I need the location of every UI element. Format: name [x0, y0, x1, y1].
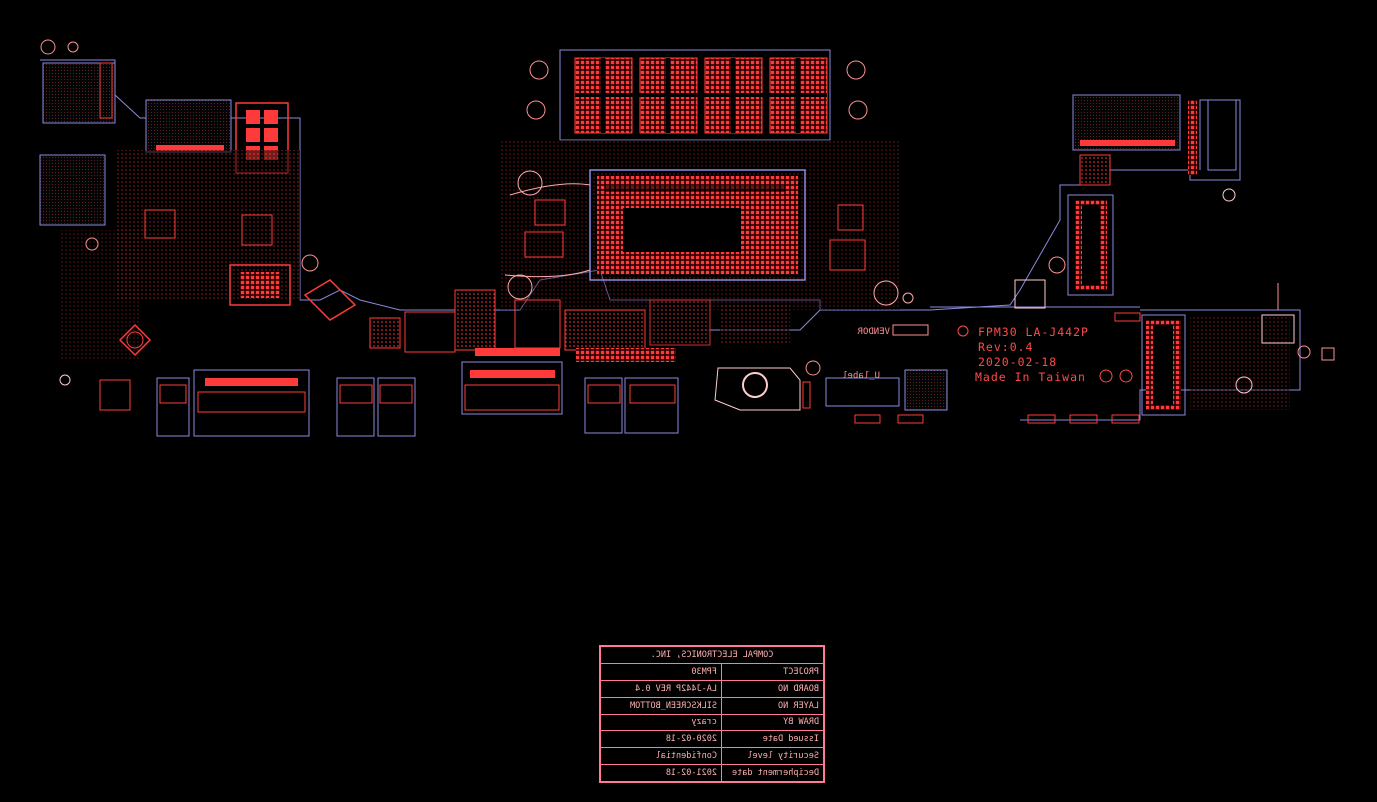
mount-hole-left — [59, 374, 71, 386]
title-block: COMPAL ELECTRONICS, INC. FPM30 PROJECT L… — [599, 645, 825, 783]
fiducial-icon — [957, 325, 969, 337]
ec-chip — [229, 264, 291, 306]
title-value: 2020-02-18 — [665, 734, 717, 745]
connector-right-bottom — [1141, 314, 1186, 416]
title-label: Decipherment date — [732, 768, 819, 779]
title-row: LA-J442P REV 0.4 BOARD NO — [600, 679, 824, 698]
audio-chip — [145, 99, 232, 153]
title-label: BOARD NO — [778, 683, 819, 694]
board-marking: FPM30 LA-J442P Rev:0.4 2020-02-18 Made I… — [842, 325, 1133, 384]
usb-connector-top — [42, 62, 116, 124]
sub-label: U_label — [842, 371, 880, 381]
title-value: SILKSCREEN_BOTTOM — [630, 700, 717, 711]
cpu-package — [589, 169, 806, 281]
title-row: Confidential Security level — [600, 747, 824, 766]
cpu-die — [623, 208, 741, 252]
board-origin: Made In Taiwan — [975, 370, 1086, 384]
usb-connector-mid — [39, 154, 106, 226]
mount-hole-cpu-left — [517, 170, 543, 196]
fpc-connector-left — [193, 369, 310, 437]
title-label: PROJECT — [783, 666, 819, 677]
ssd-connector — [1067, 194, 1114, 296]
mount-hole-bottom — [714, 367, 801, 411]
left-cluster — [39, 39, 456, 437]
halogen-free-icon — [1119, 369, 1133, 383]
title-row: 2020-02-18 Issued Date — [600, 730, 824, 749]
title-value: 2021-02-18 — [665, 768, 717, 779]
title-company-cell: COMPAL ELECTRONICS, INC. — [600, 646, 824, 664]
title-row: crazy DRAW BY — [600, 713, 824, 732]
title-value: FPM30 — [691, 666, 717, 677]
fpc-connector-center — [461, 361, 563, 415]
right-cluster — [1014, 94, 1335, 424]
title-label: Issued Date — [762, 734, 819, 745]
title-company: COMPAL ELECTRONICS, INC. — [650, 649, 774, 660]
title-value: LA-J442P REV 0.4 — [635, 683, 717, 694]
inductor-left — [118, 323, 152, 357]
center-cluster — [454, 49, 948, 434]
board-revision: Rev:0.4 — [978, 340, 1033, 354]
title-value: Confidential — [655, 751, 717, 762]
title-value: crazy — [691, 717, 717, 728]
title-row: SILKSCREEN_BOTTOM LAYER NO — [600, 696, 824, 715]
vendor-label: VENDOR — [857, 327, 890, 337]
title-row: 2021-02-18 Decipherment date — [600, 764, 824, 782]
title-label: Security level — [747, 751, 819, 762]
recycle-icon — [1099, 369, 1113, 383]
board-date: 2020-02-18 — [978, 355, 1057, 369]
board-project-line: FPM30 LA-J442P — [978, 325, 1089, 339]
title-label: DRAW BY — [783, 717, 819, 728]
title-label: LAYER NO — [778, 700, 819, 711]
title-row: FPM30 PROJECT — [600, 662, 824, 681]
